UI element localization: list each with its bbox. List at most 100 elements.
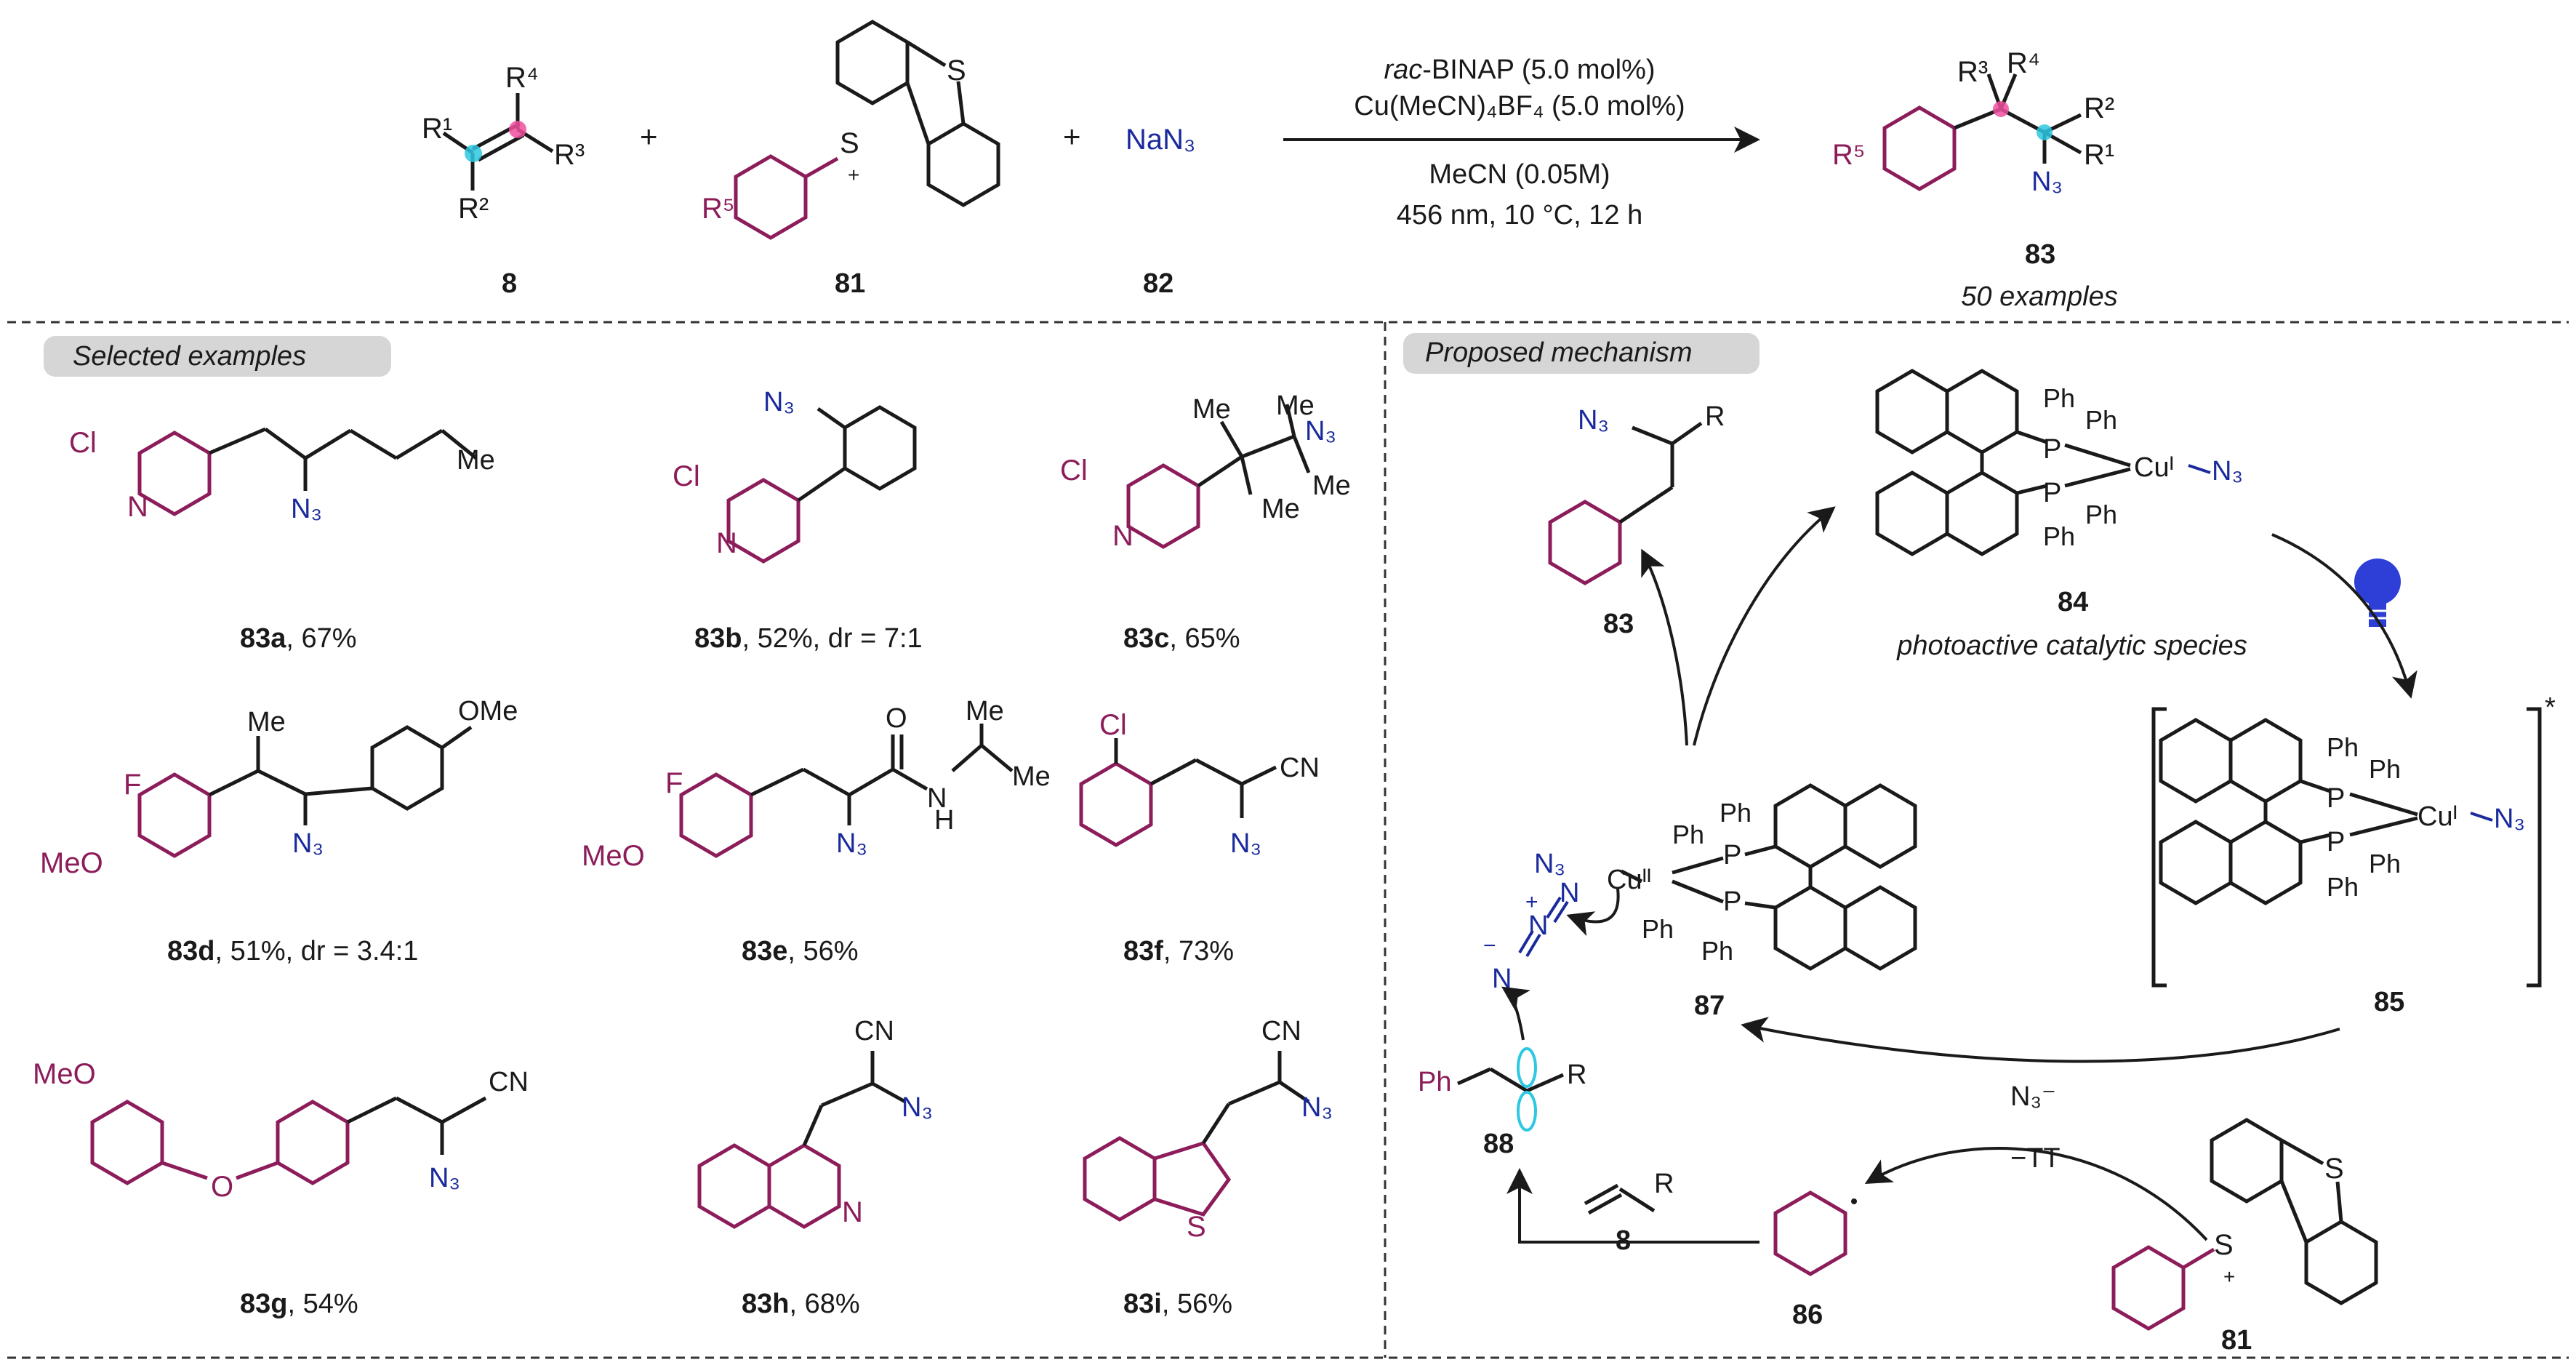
caption-83i: 83i, 56% [1123,1289,1232,1319]
azide-chain [1518,896,1569,958]
label-84: 84 [2058,587,2088,617]
label-85: 85 [2374,987,2404,1017]
pink-carbon-dot-product [1993,101,2009,117]
atom-r5: R⁵ [702,193,734,225]
caption-83d-yield: , 51%, dr = 3.4:1 [214,936,418,966]
mech-product-83 [1548,421,1703,585]
label-81: 81 [835,268,865,299]
83b-n: N [716,527,737,559]
84-ph-3: Ph [2085,500,2117,529]
mechanism-tag-text: Proposed mechanism [1425,337,1693,368]
top-scheme: R¹ R² R⁴ R³ 8 + S S + R⁵ 81 + NaN₃ 82 ra… [422,20,2118,312]
reagent-rac: rac [1384,55,1422,85]
azide-n-3: N [1560,878,1579,908]
87-n3: N₃ [1534,849,1565,879]
reagent-line-3: MeCN (0.05M) [1429,159,1610,190]
label-8: 8 [502,268,517,299]
85-cu: Cuᴵ [2417,801,2457,832]
selected-examples-panel: Selected examples Cl N N₃ Me 83a, 67% [33,336,1351,1319]
83d-f: F [124,769,141,801]
83e-meo: MeO [582,840,645,872]
label-mech-81: 81 [2221,1325,2252,1356]
structure-83i [1083,1051,1310,1222]
product-n3: N₃ [2031,167,2063,197]
mech-81-charge: + [2223,1265,2235,1288]
label-83: 83 [2025,239,2055,270]
thianthrenium-81 [835,20,1000,207]
83i-cn: CN [1261,1016,1301,1046]
plus-sign: + [640,119,658,153]
caption-83f: 83f, 73% [1123,936,1234,966]
83a-me: Me [457,445,495,476]
label-88: 88 [1483,1129,1514,1159]
reagent-line-2: Cu(MeCN)₄BF₄ (5.0 mol%) [1354,91,1685,121]
83b-n3: N₃ [763,387,795,417]
83i-n3: N₃ [1301,1092,1333,1123]
mech-8-r: R [1654,1169,1674,1199]
caption-83a-yield: , 67% [286,623,356,654]
photo-species-caption: photoactive catalytic species [1896,631,2247,661]
aryl-radical-86 [1773,1190,1857,1276]
caption-83d-id: 83d [167,936,214,966]
radical-88 [1456,986,1565,1132]
83e-me-1: Me [966,696,1004,726]
83h-cn: CN [854,1016,894,1046]
85-ph-2: Ph [2369,754,2401,784]
85-ph-3: Ph [2369,849,2401,878]
87-ph-2: Ph [1720,798,1752,828]
cyan-carbon-dot [465,145,482,162]
caption-83g: 83g, 54% [240,1289,358,1319]
product-atom-r4: R⁴ [2007,47,2040,79]
light-bulb-icon [2354,559,2401,627]
product-83 [1882,73,2082,191]
azide-n-1: N [1492,964,1512,994]
84-ph-1: Ph [2043,383,2075,413]
atom-r1: R¹ [422,113,452,145]
caption-83a: 83a, 67% [240,623,357,654]
catalyst-84 [1875,369,2131,556]
caption-83h: 83h, 68% [742,1289,860,1319]
85-ph-4: Ph [2327,872,2359,902]
excited-asterisk: * [2545,692,2556,723]
83h-n3: N₃ [902,1092,933,1123]
caption-83c-yield: , 65% [1169,623,1240,654]
mech-83-n3: N₃ [1578,405,1609,436]
87-p-1: P [1723,840,1741,870]
caption-83g-id: 83g [240,1289,287,1319]
84-p-1: P [2043,434,2061,465]
catalytic-cycle-arrows [1506,506,2417,1244]
83c-cl: Cl [1060,455,1088,487]
83c-me-3: Me [1312,471,1351,501]
plus-sign-2: + [1063,119,1081,153]
mech-81-s-plus: S [2214,1229,2234,1261]
caption-83e: 83e, 56% [742,936,859,966]
examples-count: 50 examples [1961,281,2117,312]
selected-examples-tag-text: Selected examples [73,341,306,372]
83e-n3: N₃ [836,828,867,859]
83e-me-2: Me [1012,761,1051,792]
product-atom-r5: R⁵ [1832,139,1865,171]
reagent-line-4: 456 nm, 10 °C, 12 h [1397,200,1642,231]
caption-83i-yield: , 56% [1162,1289,1232,1319]
87-p-2: P [1723,886,1741,917]
83e-h: H [934,805,954,836]
87-ph-1: Ph [1672,820,1704,849]
85-p-1: P [2327,783,2345,814]
83g-cn: CN [489,1067,529,1097]
83h-n: N [842,1196,863,1228]
structure-83c [1126,404,1311,549]
azide-anion: N₃⁻ [2010,1081,2056,1112]
83a-n: N [127,491,148,523]
reagent-line-1: rac-BINAP (5.0 mol%) [1384,55,1655,85]
88-ph: Ph [1418,1067,1451,1097]
83f-cn: CN [1280,753,1320,783]
83d-n3: N₃ [292,828,324,859]
structure-83b [726,405,917,564]
caption-83g-yield: , 54% [287,1289,358,1319]
alkene-8 [442,93,554,191]
caption-83b-yield: , 52%, dr = 7:1 [742,623,922,654]
caption-83i-id: 83i [1123,1289,1162,1319]
83i-s: S [1187,1211,1206,1243]
mech-81-s: S [2324,1153,2344,1185]
